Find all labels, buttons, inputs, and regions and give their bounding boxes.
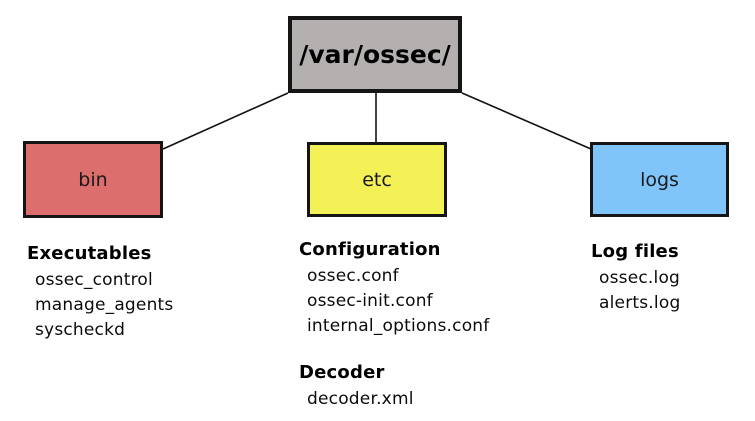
node-logs-label: logs <box>640 168 679 191</box>
connector-root-bin <box>162 92 289 150</box>
file-item-manage-agents: manage_agents <box>35 295 174 315</box>
section-heading-executables: Executables <box>27 243 152 264</box>
etc-decoder-section: Decoder decoder.xml <box>299 362 489 412</box>
bin-file-list: Executables ossec_control manage_agents … <box>27 243 173 343</box>
node-logs: logs <box>590 142 729 217</box>
file-item-ossec-control: ossec_control <box>35 270 153 290</box>
file-item-internal-options-conf: internal_options.conf <box>307 316 490 336</box>
file-item-syscheckd: syscheckd <box>35 320 126 340</box>
file-item-ossec-init-conf: ossec-init.conf <box>307 291 433 311</box>
node-etc: etc <box>307 142 447 217</box>
node-bin: bin <box>23 141 163 218</box>
node-etc-label: etc <box>362 168 392 191</box>
section-heading-configuration: Configuration <box>299 239 441 260</box>
node-var-ossec: /var/ossec/ <box>288 16 462 93</box>
file-item-alerts-log: alerts.log <box>599 293 681 313</box>
etc-configuration-section: Configuration ossec.conf ossec-init.conf… <box>299 239 489 339</box>
file-item-ossec-log: ossec.log <box>599 268 681 288</box>
section-heading-decoder: Decoder <box>299 362 385 383</box>
connector-root-logs <box>461 92 592 150</box>
logs-file-list: Log files ossec.log alerts.log <box>591 241 680 316</box>
section-heading-log-files: Log files <box>591 241 679 262</box>
node-bin-label: bin <box>78 168 108 191</box>
file-item-ossec-conf: ossec.conf <box>307 266 399 286</box>
etc-file-list: Configuration ossec.conf ossec-init.conf… <box>299 239 489 412</box>
node-var-ossec-label: /var/ossec/ <box>299 40 451 69</box>
logs-logfiles-section: Log files ossec.log alerts.log <box>591 241 680 316</box>
bin-executables-section: Executables ossec_control manage_agents … <box>27 243 173 343</box>
file-item-decoder-xml: decoder.xml <box>307 389 414 409</box>
